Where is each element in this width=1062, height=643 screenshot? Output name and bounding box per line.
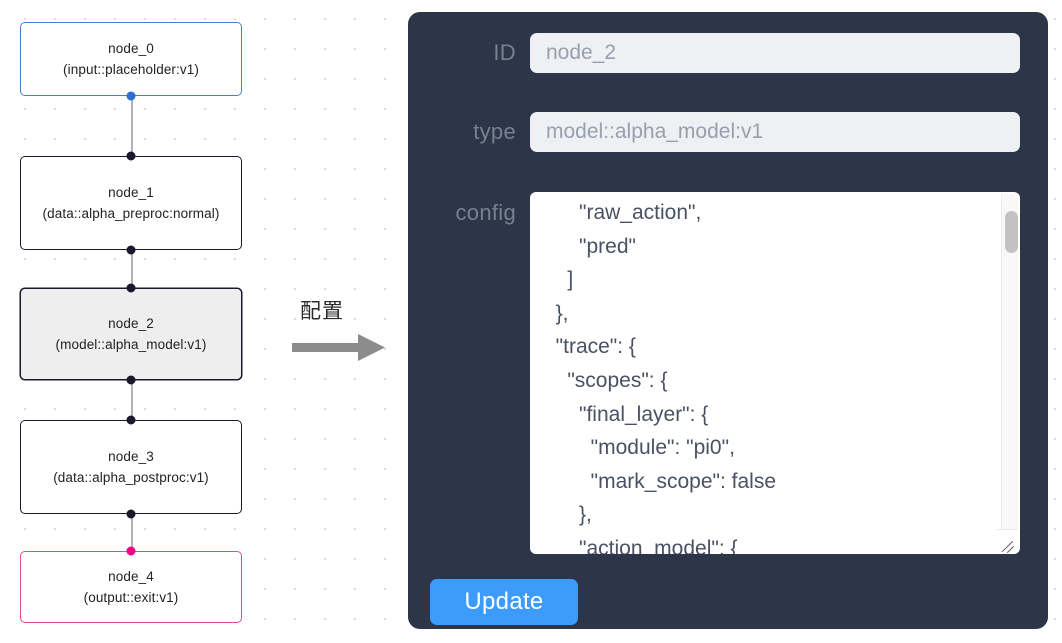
node_4-target-handle[interactable]	[126, 546, 136, 556]
edge-node2-node3	[131, 379, 133, 421]
node_3-source-handle[interactable]	[126, 509, 136, 519]
configure-arrow-label: 配置	[300, 299, 344, 323]
right-arrow-icon	[292, 334, 385, 361]
id-field-label: ID	[493, 40, 516, 65]
flow-canvas[interactable]: node_0 (input::placeholder:v1) node_1 (d…	[0, 0, 400, 643]
node-config-panel: ID type config "raw_action", "pred" ] },…	[408, 12, 1048, 629]
config-textarea-wrapper: "raw_action", "pred" ] }, "trace": { "sc…	[530, 192, 1020, 554]
flow-node-label: node_0 (input::placeholder:v1)	[63, 41, 199, 77]
flow-node-node_2[interactable]: node_2 (model::alpha_model:v1)	[20, 288, 242, 380]
node_1-source-handle[interactable]	[126, 245, 136, 255]
flow-node-node_4[interactable]: node_4 (output::exit:v1)	[20, 551, 242, 623]
edge-node1-node2	[131, 249, 133, 289]
node_0-source-handle[interactable]	[126, 91, 136, 101]
config-scrollbar-thumb[interactable]	[1005, 211, 1018, 253]
type-field-row: type	[408, 112, 1048, 152]
config-textarea[interactable]: "raw_action", "pred" ] }, "trace": { "sc…	[530, 192, 1020, 554]
flow-node-label: node_2 (model::alpha_model:v1)	[55, 316, 207, 352]
node_1-target-handle[interactable]	[126, 151, 136, 161]
id-input[interactable]	[530, 33, 1020, 73]
node_2-target-handle[interactable]	[126, 283, 136, 293]
config-field-label: config	[455, 200, 516, 225]
config-resize-handle[interactable]	[996, 529, 1018, 552]
node_2-source-handle[interactable]	[126, 375, 136, 385]
edge-node3-node4	[131, 513, 133, 552]
flow-node-label: node_3 (data::alpha_postproc:v1)	[53, 449, 209, 485]
flow-node-node_0[interactable]: node_0 (input::placeholder:v1)	[20, 22, 242, 96]
flow-node-node_1[interactable]: node_1 (data::alpha_preproc:normal)	[20, 156, 242, 250]
config-field-row: config "raw_action", "pred" ] }, "trace"…	[408, 192, 1048, 554]
type-field-label: type	[473, 119, 516, 144]
flow-node-node_3[interactable]: node_3 (data::alpha_postproc:v1)	[20, 420, 242, 514]
flow-node-label: node_4 (output::exit:v1)	[83, 569, 179, 605]
node_3-target-handle[interactable]	[126, 415, 136, 425]
type-input[interactable]	[530, 112, 1020, 152]
configure-arrow-group: 配置	[292, 295, 392, 365]
id-field-row: ID	[408, 33, 1048, 73]
edge-node0-node1	[131, 95, 133, 157]
flow-node-label: node_1 (data::alpha_preproc:normal)	[42, 185, 220, 221]
config-scrollbar[interactable]	[1001, 194, 1018, 552]
update-button[interactable]: Update	[430, 579, 578, 625]
